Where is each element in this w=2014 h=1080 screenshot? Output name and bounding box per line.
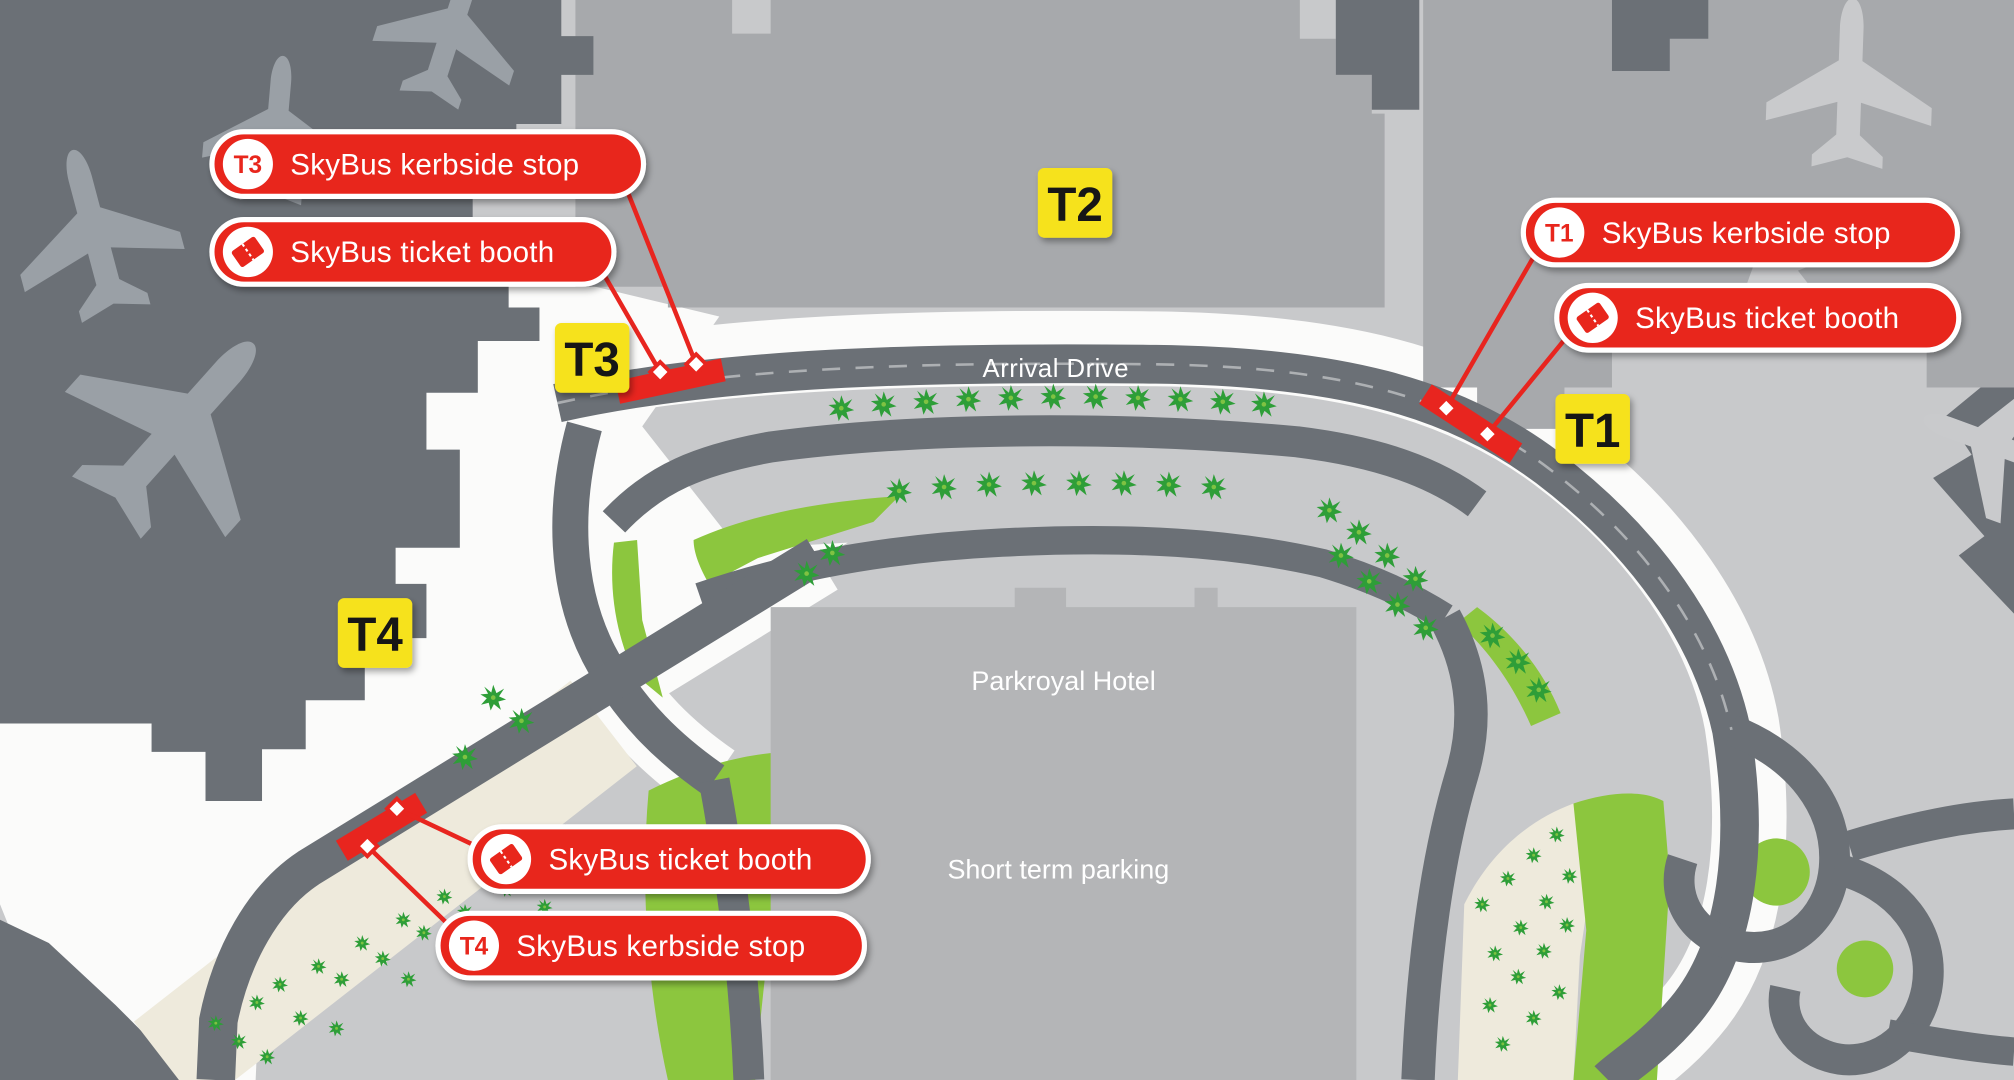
hotel-parking-block [770,587,1357,1080]
svg-text:T3: T3 [234,152,262,179]
callout-t1-kerbside-stop: T1 SkyBus kerbside stop [1520,197,1961,268]
svg-text:SkyBus ticket booth: SkyBus ticket booth [1635,302,1899,335]
terminal-2-building [575,0,1385,308]
svg-text:SkyBus kerbside stop: SkyBus kerbside stop [516,930,805,963]
terminal-label-t1: T1 [1555,394,1630,464]
callout-t3-ticket-booth: SkyBus ticket booth [209,217,617,287]
callout-t4-ticket-booth: SkyBus ticket booth [467,824,871,894]
t1-badge [1534,207,1585,258]
callout-t4-kerbside-stop: T4 SkyBus kerbside stop [435,910,867,981]
svg-text:T1: T1 [1545,221,1573,248]
terminal-label-t4: T4 [337,598,413,668]
svg-text:T1: T1 [1565,405,1620,458]
svg-text:T2: T2 [1047,179,1102,232]
svg-text:T4: T4 [347,609,403,662]
callout-t1-ticket-booth: SkyBus ticket booth [1554,282,1962,353]
t4-badge [448,920,500,971]
callouts: T3 SkyBus kerbside stop SkyBus ticket bo… [209,129,1962,981]
svg-text:T4: T4 [460,934,489,961]
parking-label: Short term parking [947,854,1169,884]
terminal-labels: T2 T3 T1 T4 [337,167,1630,668]
svg-text:SkyBus ticket booth: SkyBus ticket booth [548,843,812,876]
road-label-arrival-drive: Arrival Drive [983,355,1129,383]
terminal-label-t3: T3 [554,322,630,393]
svg-text:SkyBus ticket booth: SkyBus ticket booth [290,236,554,269]
svg-text:T3: T3 [564,334,619,387]
roads [196,344,2014,1080]
terminal-label-t2: T2 [1037,167,1113,238]
hotel-label: Parkroyal Hotel [971,666,1155,696]
terminal-3-4-building [0,0,594,801]
svg-text:SkyBus kerbside stop: SkyBus kerbside stop [290,148,579,181]
svg-text:SkyBus kerbside stop: SkyBus kerbside stop [1602,217,1891,250]
callout-t3-kerbside-stop: T3 SkyBus kerbside stop [209,129,647,199]
t3-badge [222,138,273,190]
